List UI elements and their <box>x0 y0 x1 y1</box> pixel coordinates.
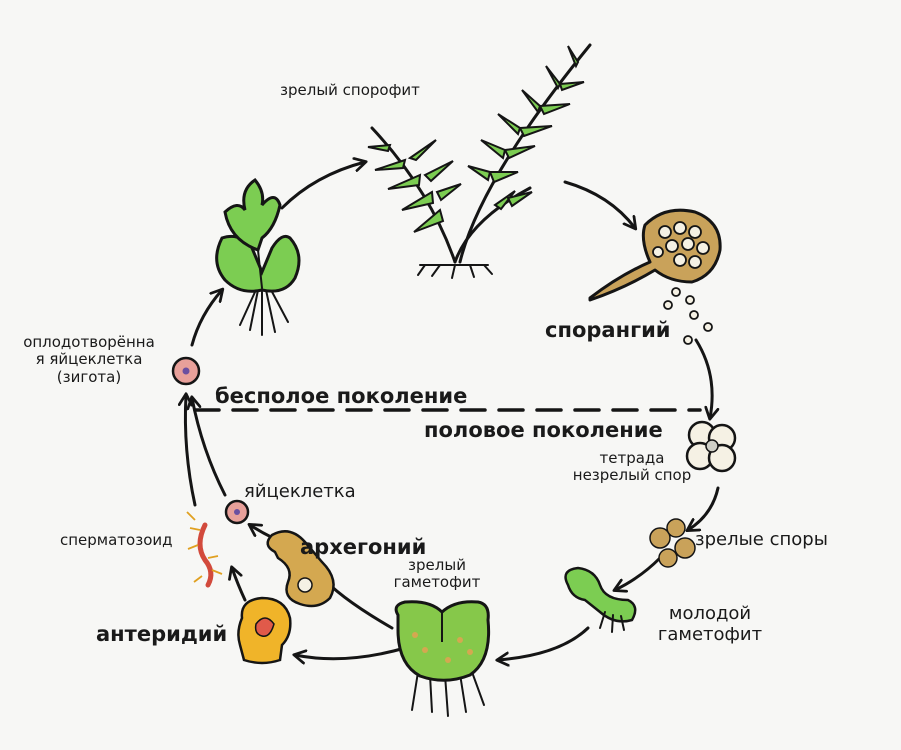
label-young-gametophyte: молодой гаметофит <box>657 603 763 645</box>
young-sporophyte-illustration <box>215 178 301 336</box>
label-egg-cell: яйцеклетка <box>244 481 356 502</box>
arrow-antheridium-to-sperm <box>232 568 247 602</box>
sperm-illustration <box>186 511 223 588</box>
label-antheridium: антеридий <box>96 622 228 646</box>
young-gametophyte-illustration <box>564 566 637 633</box>
archegonium-illustration <box>266 530 335 608</box>
label-zygote: оплодотворённа я яйцеклетка (зигота) <box>23 333 155 386</box>
label-asexual-generation: бесполое поколение <box>215 384 468 408</box>
label-sperm: сперматозоид <box>60 531 173 549</box>
egg-cell-illustration <box>224 499 250 525</box>
arrow-gametophyte-to-antheridium <box>295 646 407 659</box>
mature-gametophyte-illustration <box>394 600 491 717</box>
tetrad-illustration <box>685 420 737 473</box>
released-spores <box>663 287 713 345</box>
antheridium-illustration <box>237 596 292 665</box>
label-archegonium: архегоний <box>300 535 427 559</box>
label-mature-spores: зрелые споры <box>695 529 828 550</box>
label-sexual-generation: половое поколение <box>424 418 663 442</box>
sporangium-illustration <box>588 208 722 345</box>
label-mature-gametophyte: зрелый гаметофит <box>393 556 481 592</box>
label-sporangium: спорангий <box>545 318 671 342</box>
arrow-egg-to-zygote <box>192 398 227 497</box>
arrow-sporangium-to-tetrad <box>694 338 712 418</box>
arrow-zygote-to-young-sporophyte <box>190 290 222 347</box>
label-mature-sporophyte: зрелый спорофит <box>280 81 420 99</box>
arrow-tetrad-to-mature-spores <box>688 486 720 530</box>
arrow-young-to-mature-sporophyte <box>280 162 365 210</box>
arrow-spores-to-young-gametophyte <box>615 556 662 590</box>
mature-spores-illustration <box>649 518 696 568</box>
cycle-arrows <box>185 162 720 660</box>
mature-sporophyte-illustration <box>367 43 592 279</box>
arrow-sperm-to-zygote <box>185 395 197 507</box>
zygote-illustration <box>171 356 201 386</box>
arrow-young-to-mature-gametophyte <box>498 626 590 660</box>
label-tetrad: тетрада незрелый спор <box>572 449 692 485</box>
arrow-sporophyte-to-sporangium <box>563 180 635 228</box>
